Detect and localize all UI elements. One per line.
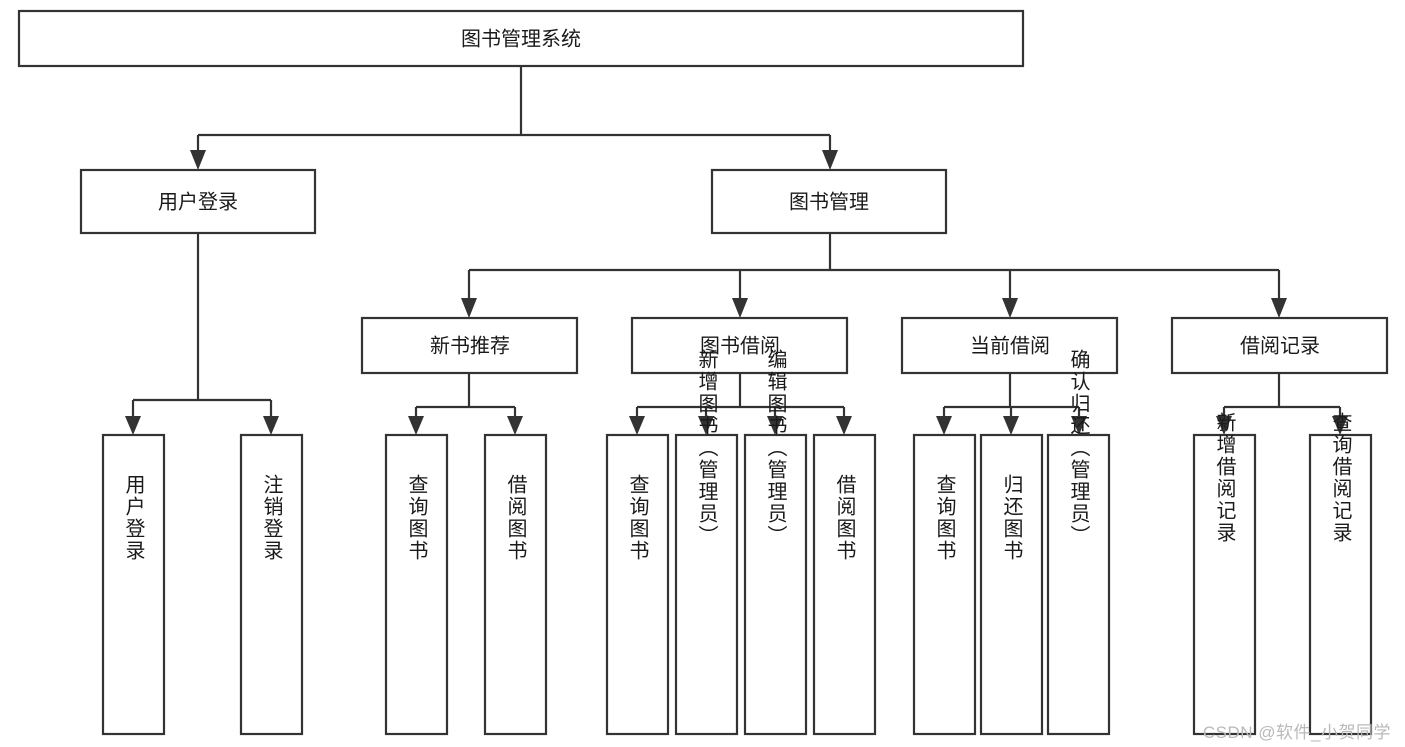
- arrowhead-leaf-add-book: [698, 416, 714, 435]
- node-user-login-label: 用户登录: [158, 190, 238, 213]
- csdn-watermark: CSDN @软件_小贺同学: [1202, 723, 1391, 742]
- node-user-login[interactable]: 用户登录: [79, 168, 317, 235]
- node-root-system-label: 图书管理系统: [461, 27, 581, 50]
- node-leaf-borrow-book-2-label: 借阅图书: [833, 474, 856, 562]
- node-leaf-return-book-label: 归还图书: [1000, 474, 1023, 562]
- node-new-book-recommend-box[interactable]: [360, 316, 579, 375]
- node-leaf-add-book-box[interactable]: [674, 433, 739, 736]
- arrowhead-user-login: [190, 150, 206, 170]
- node-leaf-add-record[interactable]: 新增借阅记录: [1192, 412, 1257, 736]
- node-leaf-logout-login-label: 注销登录: [260, 474, 283, 562]
- node-leaf-edit-book-label: 编辑图书（管理员）: [764, 349, 787, 547]
- node-root-system-box[interactable]: [17, 9, 1025, 68]
- node-leaf-query-book-3-label: 查询图书: [933, 474, 956, 562]
- node-leaf-confirm-return-box[interactable]: [1046, 433, 1111, 736]
- arrowhead-book-manage: [822, 150, 838, 170]
- node-leaf-logout-login-box[interactable]: [239, 433, 304, 736]
- node-current-borrow-box[interactable]: [900, 316, 1119, 375]
- arrowhead-leaf-logout-login: [263, 416, 279, 435]
- node-leaf-query-book-1-label: 查询图书: [405, 474, 428, 562]
- node-leaf-borrow-book-2-box[interactable]: [812, 433, 877, 736]
- arrowhead-leaf-return-book: [1003, 416, 1019, 435]
- connector-group-book-manage: [461, 233, 1287, 318]
- connector-group-root: [190, 66, 838, 170]
- node-leaf-add-record-box[interactable]: [1192, 433, 1257, 736]
- connector-group-new-book-recommend: [408, 373, 523, 435]
- node-user-login-box[interactable]: [79, 168, 317, 235]
- node-book-manage-box[interactable]: [710, 168, 948, 235]
- node-leaf-user-login-box[interactable]: [101, 433, 166, 736]
- arrowhead-leaf-query-book-3: [936, 416, 952, 435]
- node-leaf-query-book-2[interactable]: 查询图书: [605, 433, 670, 736]
- node-book-borrow-box[interactable]: [630, 316, 849, 375]
- node-leaf-borrow-book-1-box[interactable]: [483, 433, 548, 736]
- node-book-borrow-label: 图书借阅: [700, 334, 780, 357]
- arrowhead-new-book-recommend: [461, 298, 477, 318]
- node-leaf-add-book[interactable]: 新增图书（管理员）: [674, 349, 739, 736]
- node-current-borrow-label: 当前借阅: [970, 334, 1050, 357]
- arrowhead-leaf-add-record: [1216, 416, 1232, 435]
- node-leaf-query-book-1-box[interactable]: [384, 433, 449, 736]
- node-leaf-query-record-box[interactable]: [1308, 433, 1373, 736]
- node-borrow-record-label: 借阅记录: [1240, 334, 1320, 357]
- node-leaf-return-book-box[interactable]: [979, 433, 1044, 736]
- arrowhead-leaf-borrow-book-2: [836, 416, 852, 435]
- node-leaf-query-book-3-box[interactable]: [912, 433, 977, 736]
- arrowhead-leaf-borrow-book-1: [507, 416, 523, 435]
- arrowhead-borrow-record: [1271, 298, 1287, 318]
- node-leaf-borrow-book-2[interactable]: 借阅图书: [812, 433, 877, 736]
- node-book-manage[interactable]: 图书管理: [710, 168, 948, 235]
- node-leaf-query-book-3[interactable]: 查询图书: [912, 433, 977, 736]
- arrowhead-leaf-query-book-1: [408, 416, 424, 435]
- node-root-system[interactable]: 图书管理系统: [17, 9, 1025, 68]
- arrowhead-leaf-edit-book: [767, 416, 783, 435]
- node-borrow-record[interactable]: 借阅记录: [1170, 316, 1389, 375]
- node-leaf-borrow-book-1-label: 借阅图书: [504, 474, 527, 562]
- arrowhead-leaf-query-record: [1332, 416, 1348, 435]
- arrowhead-book-borrow: [732, 298, 748, 318]
- node-leaf-user-login[interactable]: 用户登录: [101, 433, 166, 736]
- node-leaf-query-book-1[interactable]: 查询图书: [384, 433, 449, 736]
- node-book-manage-label: 图书管理: [789, 190, 869, 213]
- node-leaf-confirm-return[interactable]: 确认归还（管理员）: [1046, 349, 1111, 736]
- connector-group-current-borrow: [936, 373, 1087, 435]
- node-leaf-edit-book-box[interactable]: [743, 433, 808, 736]
- connector-group-user-login: [125, 233, 279, 435]
- arrowhead-leaf-query-book-2: [629, 416, 645, 435]
- node-leaf-add-record-label: 新增借阅记录: [1213, 412, 1236, 544]
- node-book-borrow[interactable]: 图书借阅: [630, 316, 849, 375]
- node-leaf-edit-book[interactable]: 编辑图书（管理员）: [743, 349, 808, 736]
- node-leaf-user-login-label: 用户登录: [122, 474, 145, 562]
- arrowhead-leaf-user-login: [125, 416, 141, 435]
- node-current-borrow[interactable]: 当前借阅: [900, 316, 1119, 375]
- node-new-book-recommend[interactable]: 新书推荐: [360, 316, 579, 375]
- node-leaf-return-book[interactable]: 归还图书: [979, 433, 1044, 736]
- connector-group-borrow-record: [1216, 373, 1348, 435]
- node-leaf-query-book-2-label: 查询图书: [626, 474, 649, 562]
- node-leaf-query-book-2-box[interactable]: [605, 433, 670, 736]
- node-leaf-confirm-return-label: 确认归还（管理员）: [1067, 349, 1090, 547]
- node-new-book-recommend-label: 新书推荐: [430, 334, 510, 357]
- node-leaf-add-book-label: 新增图书（管理员）: [695, 349, 718, 547]
- arrowhead-leaf-confirm-return: [1071, 416, 1087, 435]
- node-leaf-query-record[interactable]: 查询借阅记录: [1308, 412, 1373, 736]
- node-leaf-query-record-label: 查询借阅记录: [1329, 412, 1352, 544]
- node-borrow-record-box[interactable]: [1170, 316, 1389, 375]
- node-leaf-logout-login[interactable]: 注销登录: [239, 433, 304, 736]
- connector-group-book-borrow: [629, 373, 852, 435]
- node-leaf-borrow-book-1[interactable]: 借阅图书: [483, 433, 548, 736]
- arrowhead-current-borrow: [1002, 298, 1018, 318]
